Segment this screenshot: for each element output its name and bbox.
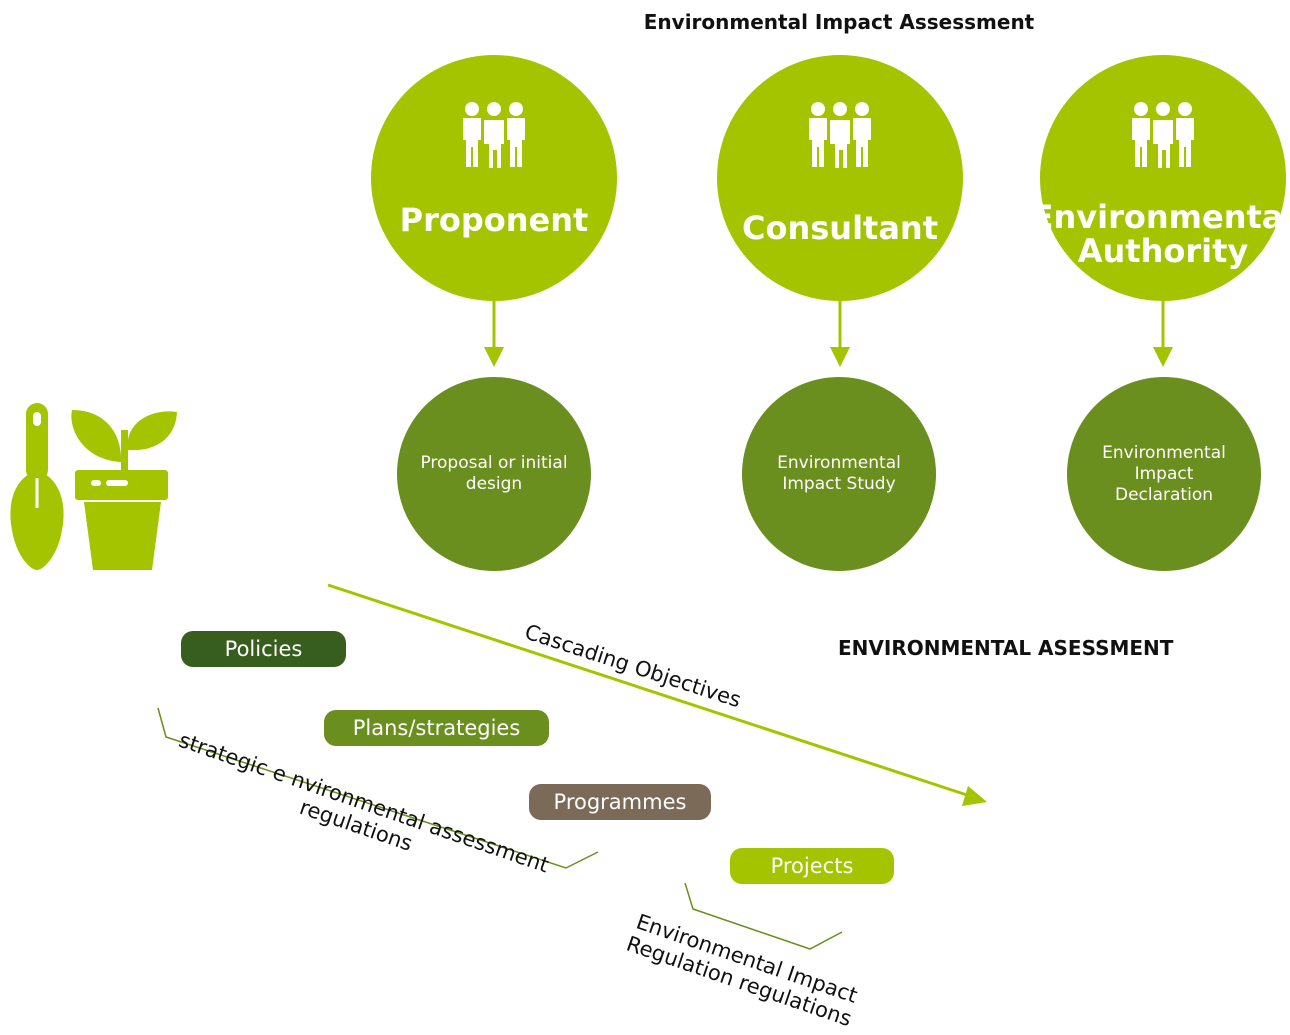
role-name-line: Environmental [1031, 198, 1290, 236]
role-circle-environmental-authority: Environmental Authority [1032, 55, 1290, 301]
output-circle-proposal: Proposal or initial design [397, 377, 591, 571]
people-group-icon [1132, 100, 1194, 169]
cascade-label: Cascading Objectives [521, 619, 745, 713]
bracket-label-line: strategic e nvironmental assessment [175, 727, 552, 878]
level-pill-plans: Plans/strategies [324, 710, 549, 746]
people-group-icon [463, 100, 525, 169]
bracket-label-line: regulations [296, 794, 416, 856]
role-circle-consultant: Consultant [717, 55, 963, 301]
output-label: Environmental Impact Study [777, 453, 901, 494]
level-pill-programmes: Programmes [529, 784, 711, 820]
role-name-line: Authority [1077, 232, 1249, 270]
role-to-output-arrow [484, 301, 504, 367]
output-circle-impact-declaration: Environmental Impact Declaration [1067, 377, 1261, 571]
level-pill-projects: Projects [730, 848, 894, 884]
level-pill-policies: Policies [181, 631, 346, 667]
role-circle-proponent: Proponent [371, 55, 617, 301]
output-circle-impact-study: Environmental Impact Study [742, 377, 936, 571]
trowel-icon [10, 403, 64, 570]
eia-bracket-label: Environmental Impact Regulation regulati… [611, 905, 874, 1035]
strategic-bracket-label: strategic e nvironmental assessment regu… [154, 723, 567, 905]
section-title: ENVIRONMENTAL ASESSMENT [838, 636, 1174, 660]
role-to-output-arrow [830, 301, 850, 367]
cascade-arrow [327, 583, 987, 806]
people-group-icon [809, 100, 871, 169]
output-label: Environmental Impact Declaration [1102, 442, 1226, 505]
role-name: Proponent [399, 201, 589, 239]
diagram-title: Environmental Impact Assessment [643, 10, 1035, 34]
role-to-output-arrow [1153, 301, 1173, 367]
potted-plant-icon [71, 410, 177, 570]
role-name: Environmental Authority [1018, 200, 1290, 268]
role-name: Consultant [741, 209, 938, 247]
output-label: Proposal or initial design [420, 453, 568, 494]
